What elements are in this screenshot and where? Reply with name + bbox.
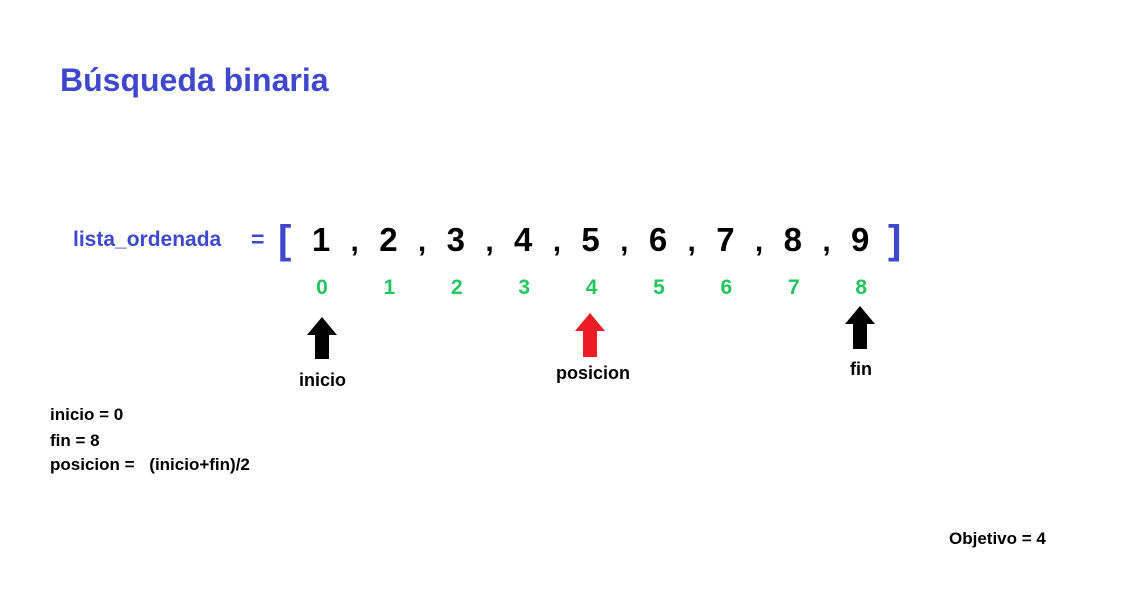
array-value: 1 [311,221,331,258]
array-value: 9 [851,221,870,258]
inicio-arrow-icon [307,317,337,359]
inicio-assignment: inicio = 0 [50,405,124,424]
posicion-assignment-label: posicion = [50,455,135,474]
inicio-label: inicio [299,370,347,390]
array-value: 6 [648,221,668,258]
posicion-assignment: posicion = (inicio+fin)/2 [50,455,250,475]
array-value: 5 [581,221,600,258]
array-comma: , [485,225,494,258]
posicion-formula: (inicio+fin)/2 [149,455,250,474]
close-bracket: ] [888,218,902,262]
array-index: 3 [518,276,531,299]
array-index: 2 [450,276,463,299]
array-value: 8 [783,221,802,258]
array-index: 7 [787,276,800,299]
posicion-arrow-icon [575,313,605,357]
posicion-label: posicion [556,363,631,383]
page-title: Búsqueda binaria [60,62,329,98]
array-index: 1 [383,276,396,299]
array-value: 4 [514,221,533,258]
array-comma: , [620,225,629,258]
array-comma: , [822,225,831,258]
array-index: 0 [316,276,328,299]
fin-label: fin [850,359,872,379]
array-comma: , [687,225,696,258]
array-comma: , [350,225,359,258]
array-index: 5 [653,276,665,299]
array-comma: , [552,225,562,258]
array-value: 3 [446,221,465,258]
array-value: 2 [379,221,398,258]
fin-assignment: fin = 8 [50,431,100,450]
array-comma: , [754,225,764,258]
open-bracket: [ [278,218,292,262]
fin-arrow-icon [845,306,875,349]
array-comma: , [417,225,427,258]
equals-sign: = [251,226,265,252]
array-value: 7 [716,221,735,258]
array-index: 6 [720,276,733,299]
array-index: 8 [855,276,868,299]
array-index: 4 [585,276,598,299]
list-name: lista_ordenada [73,228,222,251]
objective: Objetivo = 4 [949,529,1046,548]
